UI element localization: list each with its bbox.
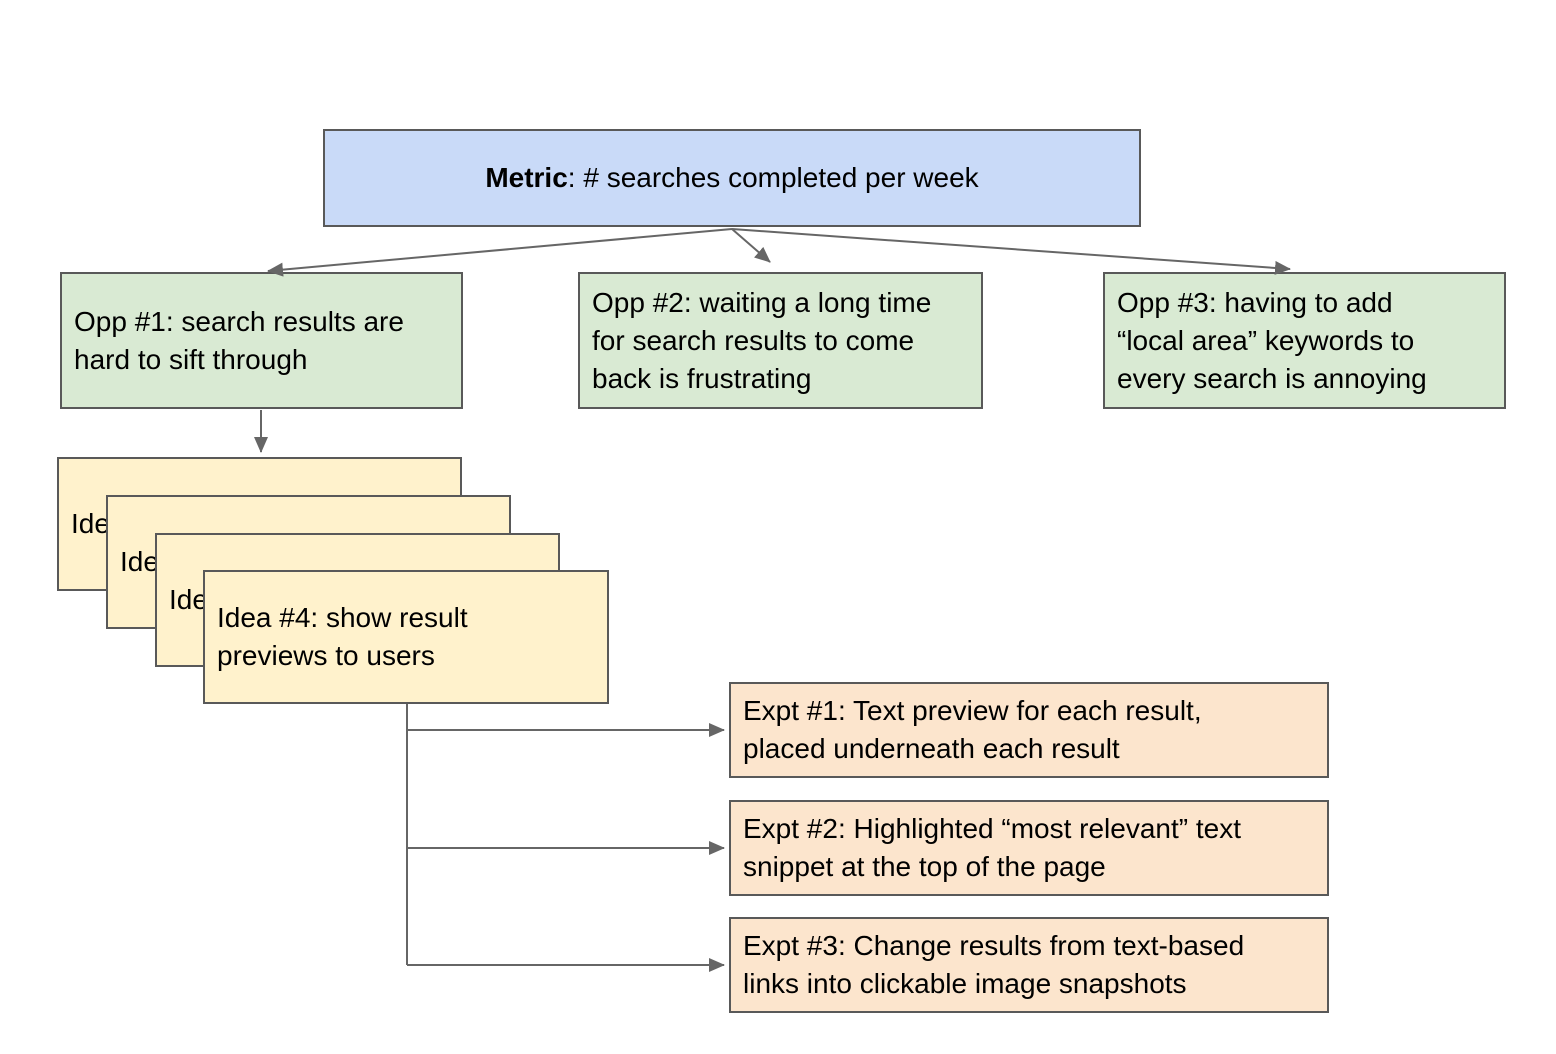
experiment-node-3: Expt #3: Change results from text-based … (729, 917, 1329, 1013)
arrow-metric-to-opp1 (267, 228, 733, 277)
metric-node: Metric: # searches completed per week (323, 129, 1141, 227)
idea-3-visible-text: Ide (169, 584, 208, 615)
opportunity-1-text: Opp #1: search results are hard to sift … (74, 305, 404, 375)
metric-label-rest: : # searches completed per week (567, 162, 979, 193)
opportunity-node-3: Opp #3: having to add “local area” keywo… (1103, 272, 1506, 409)
arrow-metric-to-opp2 (731, 228, 771, 263)
experiment-node-1: Expt #1: Text preview for each result, p… (729, 682, 1329, 778)
arrow-metric-to-opp3 (731, 228, 1291, 275)
experiment-3-text: Expt #3: Change results from text-based … (743, 930, 1245, 999)
opportunity-2-text: Opp #2: waiting a long time for search r… (592, 286, 932, 394)
idea-2-visible-text: Ide (120, 546, 159, 577)
idea-card-4: Idea #4: show result previews to users (203, 570, 609, 704)
idea-1-visible-text: Ide (71, 508, 110, 539)
opportunity-node-2: Opp #2: waiting a long time for search r… (578, 272, 983, 409)
experiment-1-text: Expt #1: Text preview for each result, p… (743, 695, 1202, 764)
experiment-2-text: Expt #2: Highlighted “most relevant” tex… (743, 813, 1242, 882)
idea-4-text: Idea #4: show result previews to users (217, 602, 468, 671)
experiment-node-2: Expt #2: Highlighted “most relevant” tex… (729, 800, 1329, 896)
opportunity-3-text: Opp #3: having to add “local area” keywo… (1117, 286, 1427, 394)
opportunity-node-1: Opp #1: search results are hard to sift … (60, 272, 463, 409)
metric-label-bold: Metric (485, 162, 568, 193)
